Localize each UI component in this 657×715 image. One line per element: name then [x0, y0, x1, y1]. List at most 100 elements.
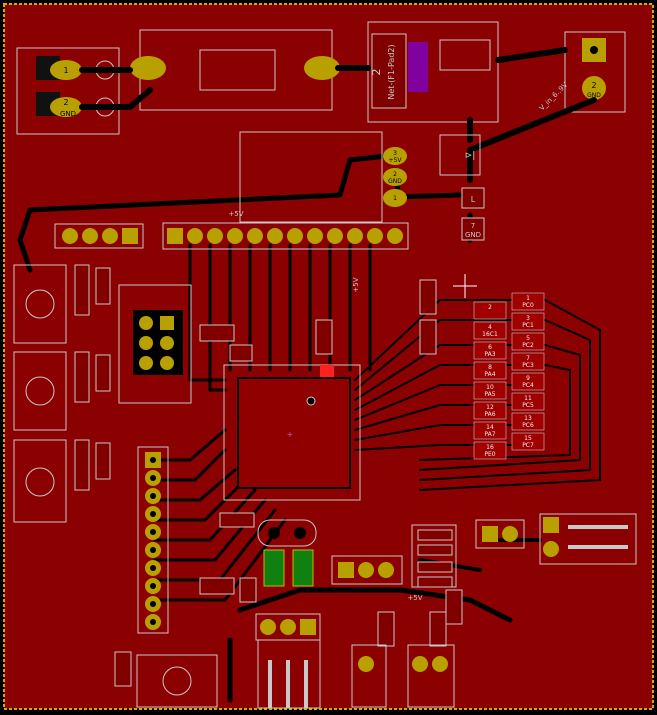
header-4pin[interactable]: [54, 223, 144, 249]
smd-resistors-left[interactable]: [74, 264, 111, 491]
power-terminal-block[interactable]: 1 2 GND: [16, 47, 120, 135]
port-pad-name: 16C1: [482, 331, 498, 338]
reg-pad-l[interactable]: [461, 187, 485, 209]
port-pad-num: 10: [486, 384, 494, 391]
mcu-pin-highlight[interactable]: [320, 365, 334, 377]
port-pad-num: 5: [526, 335, 530, 342]
bottom-pads[interactable]: [351, 644, 455, 708]
power-pad-2[interactable]: [50, 97, 82, 117]
header-2pin-right[interactable]: [475, 519, 525, 549]
port-pad-num: 9: [526, 375, 530, 382]
port-pad-num: 12: [486, 404, 494, 411]
jack-pad-2-num: 2: [591, 81, 596, 90]
icsp-header[interactable]: [118, 284, 192, 404]
port-pad-body[interactable]: [473, 341, 507, 360]
reset-button[interactable]: [136, 654, 218, 708]
port-pad-body[interactable]: [473, 361, 507, 380]
fuse-pad-1[interactable]: [130, 56, 166, 80]
port-connector[interactable]: [471, 291, 553, 461]
port-pad-body[interactable]: [473, 441, 507, 460]
soic-footprint[interactable]: [411, 524, 457, 588]
reg-pad-7[interactable]: [461, 217, 485, 241]
drill-hole: [150, 601, 156, 607]
smd-caps-mcu[interactable]: [199, 319, 333, 528]
drill-hole: [150, 529, 156, 535]
vert-5v-label: +5V: [352, 277, 360, 292]
mcu-pin1-marker: [306, 396, 316, 406]
drill-hole: [150, 493, 156, 499]
green-cap-1[interactable]: [263, 549, 285, 587]
power-connector-3pin[interactable]: +5V GND 3 2 1: [239, 131, 407, 223]
drill-hole: [150, 619, 156, 625]
jack-gnd-label: GND: [587, 92, 601, 99]
drill-hole: [150, 511, 156, 517]
pushbutton-1[interactable]: [13, 264, 67, 344]
right-angle-header[interactable]: [539, 513, 637, 565]
crystal-footprint[interactable]: [257, 519, 317, 587]
port-pad-body[interactable]: [473, 301, 507, 320]
port-pad-body[interactable]: [511, 312, 545, 331]
con-pad-2[interactable]: [383, 168, 407, 186]
port-pad-body[interactable]: [473, 321, 507, 340]
fuse-pad-2[interactable]: [304, 56, 340, 80]
led-pad[interactable]: [408, 42, 428, 92]
port-pad-body[interactable]: [473, 401, 507, 420]
pushbutton-2[interactable]: [13, 351, 67, 431]
header-12pin[interactable]: +5V: [162, 210, 409, 250]
pushbutton-column[interactable]: [13, 264, 67, 523]
port-pad-body[interactable]: [511, 352, 545, 371]
con-pad-1[interactable]: [383, 189, 407, 207]
port-pad-body[interactable]: [511, 412, 545, 431]
header-3pin-center[interactable]: [331, 555, 403, 585]
con-pad-3[interactable]: [383, 147, 407, 165]
power-pad-1[interactable]: [50, 60, 82, 80]
port-pad-num: 3: [526, 315, 530, 322]
smd-caps-bottom[interactable]: [114, 577, 463, 687]
port-pad-body[interactable]: [511, 332, 545, 351]
vertical-header-10pin[interactable]: [137, 446, 169, 634]
port-pad-name: PC7: [522, 442, 534, 449]
port-pad-body[interactable]: [511, 392, 545, 411]
header-5v-label: +5V: [228, 210, 243, 218]
port-pad-body[interactable]: [473, 381, 507, 400]
diode-footprint[interactable]: 2 Net-(F1-Pad2): [367, 21, 499, 123]
port-pad[interactable]: 2: [473, 301, 507, 320]
port-pad-body[interactable]: [511, 432, 545, 451]
port-pad-num: 6: [488, 344, 492, 351]
port-pad-body[interactable]: [511, 292, 545, 311]
bottom-5v-label: +5V: [407, 594, 422, 602]
fuse-footprint[interactable]: [130, 29, 340, 111]
con-gnd-label: GND: [388, 178, 402, 185]
green-cap-2[interactable]: [292, 549, 314, 587]
port-pad-num: 2: [488, 304, 492, 311]
pushbutton-3[interactable]: [13, 439, 67, 523]
smd-caps-port[interactable]: [419, 279, 437, 355]
port-pad-name: PC4: [522, 382, 534, 389]
regulator-footprint[interactable]: ⊳| L 7 GND: [439, 134, 485, 241]
drill-hole: [150, 547, 156, 553]
port-pad-body[interactable]: [511, 372, 545, 391]
mcu-chip[interactable]: +: [223, 364, 361, 501]
port-pad-body[interactable]: [473, 421, 507, 440]
jack-pad-2[interactable]: [582, 76, 606, 100]
bottom-regulator[interactable]: [255, 613, 321, 709]
